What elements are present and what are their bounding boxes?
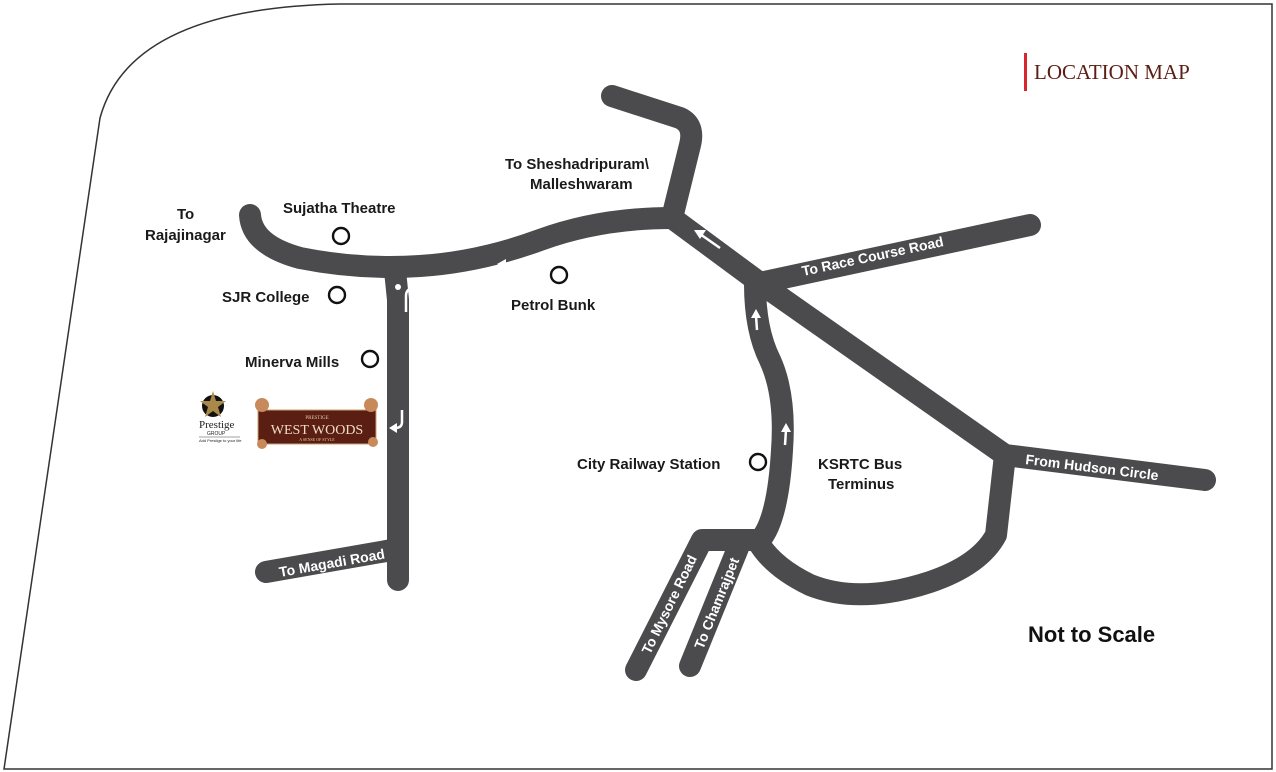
label-sheshadripuram: To Sheshadripuram\ <box>505 156 650 173</box>
arrow-icon <box>781 423 791 446</box>
road-loop <box>749 444 1016 606</box>
road-race-course <box>744 214 1041 295</box>
roads <box>239 85 1216 681</box>
road-sheshadripuram <box>601 85 703 229</box>
label-terminus: Terminus <box>828 476 894 493</box>
arrow-icon <box>389 410 404 433</box>
label-city-railway-station: City Railway Station <box>577 456 720 473</box>
label-to: To <box>177 206 194 223</box>
svg-text:Prestige: Prestige <box>199 419 235 431</box>
map-frame <box>3 3 1273 770</box>
arrow-icon <box>395 282 419 312</box>
arrow-icon <box>751 309 761 331</box>
svg-text:Add Prestige to your life: Add Prestige to your life <box>199 438 242 443</box>
road-chamrajpet <box>679 537 749 677</box>
label-petrol-bunk: Petrol Bunk <box>511 297 596 314</box>
label-sjr-college: SJR College <box>222 289 310 306</box>
road-diagonal-hudson <box>661 207 1016 466</box>
label-malleshwaram: Malleshwaram <box>530 176 633 193</box>
label-ksrtc-bus: KSRTC Bus <box>818 456 902 473</box>
road-hudson-circle <box>994 444 1216 491</box>
landmark-sjr-college <box>327 285 347 305</box>
road-magadi <box>255 539 403 583</box>
svg-text:GROUP: GROUP <box>207 431 226 437</box>
label-rajajinagar: Rajajinagar <box>145 227 226 244</box>
title-bar <box>1024 53 1027 91</box>
landmark-sujatha-theatre <box>331 226 351 246</box>
west-woods-logo: PRESTIGE WEST WOODS A SENSE OF STYLE <box>255 398 378 449</box>
road-left-vertical <box>384 260 409 591</box>
map-title: LOCATION MAP <box>1034 60 1190 84</box>
road-rajajinagar-malleshwaram <box>239 204 683 278</box>
svg-text:WEST WOODS: WEST WOODS <box>271 423 363 438</box>
not-to-scale: Not to Scale <box>1028 622 1155 647</box>
prestige-group-logo: Prestige GROUP Add Prestige to your life <box>199 391 242 443</box>
direction-arrows <box>389 230 791 446</box>
arrow-icon <box>497 259 519 269</box>
svg-text:A SENSE OF STYLE: A SENSE OF STYLE <box>299 437 335 442</box>
label-sujatha-theatre: Sujatha Theatre <box>283 200 396 217</box>
landmark-minerva-mills <box>360 349 380 369</box>
road-station <box>625 273 794 681</box>
arrow-icon <box>694 230 721 250</box>
landmark-petrol-bunk <box>549 265 569 285</box>
label-minerva-mills: Minerva Mills <box>245 354 339 371</box>
landmark-city-railway-station <box>748 452 768 472</box>
svg-text:PRESTIGE: PRESTIGE <box>305 416 328 421</box>
